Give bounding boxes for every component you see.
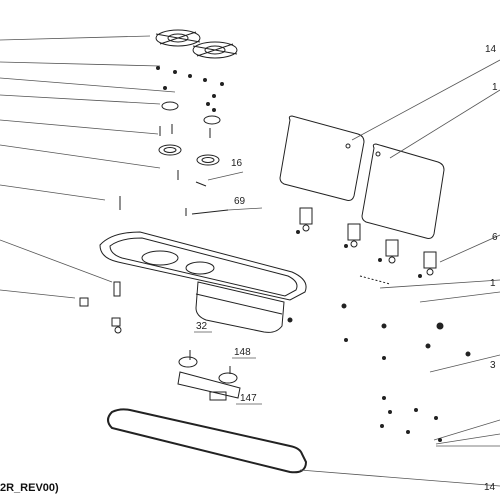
callout-69: 69 bbox=[234, 196, 246, 207]
callout-leaders bbox=[207, 171, 263, 211]
screw-row-top bbox=[156, 66, 224, 112]
glass-lid-right bbox=[361, 143, 445, 239]
left-leader-lines bbox=[0, 35, 176, 299]
thermocouple-parts bbox=[119, 124, 229, 216]
small-parts-left bbox=[79, 281, 122, 334]
burner-grate-left bbox=[155, 29, 201, 47]
drawing-caption: 2R_REV00) bbox=[0, 482, 59, 494]
callout-3-right: 3 bbox=[490, 360, 496, 371]
right-leader-lines bbox=[299, 59, 500, 487]
callout-14-bottom: 14 bbox=[484, 482, 496, 493]
glass-lid-left bbox=[279, 115, 365, 201]
lid-hinges bbox=[299, 207, 437, 276]
callout-14-top: 14 bbox=[485, 44, 497, 55]
callout-148: 148 bbox=[234, 347, 251, 358]
callout-1-right: 1 bbox=[492, 82, 498, 93]
burner-cap-small-left bbox=[161, 101, 179, 111]
burner-head-left bbox=[158, 144, 182, 156]
valve-callout-leaders bbox=[194, 331, 262, 405]
small-hardware-right bbox=[287, 230, 471, 442]
burner-head-right bbox=[196, 154, 220, 166]
gasket-seal bbox=[107, 408, 308, 474]
callout-1-mid: 1 bbox=[490, 278, 496, 289]
gas-valve-assembly bbox=[177, 350, 241, 401]
callout-6-right: 6 bbox=[492, 232, 498, 243]
callout-147: 147 bbox=[240, 393, 257, 404]
callout-16: 16 bbox=[231, 158, 243, 169]
burner-cap-small-right bbox=[203, 115, 221, 125]
hob-sink-tray bbox=[99, 231, 307, 333]
burner-grate-right bbox=[192, 41, 238, 59]
side-bracket bbox=[359, 275, 391, 285]
callout-32: 32 bbox=[196, 321, 208, 332]
